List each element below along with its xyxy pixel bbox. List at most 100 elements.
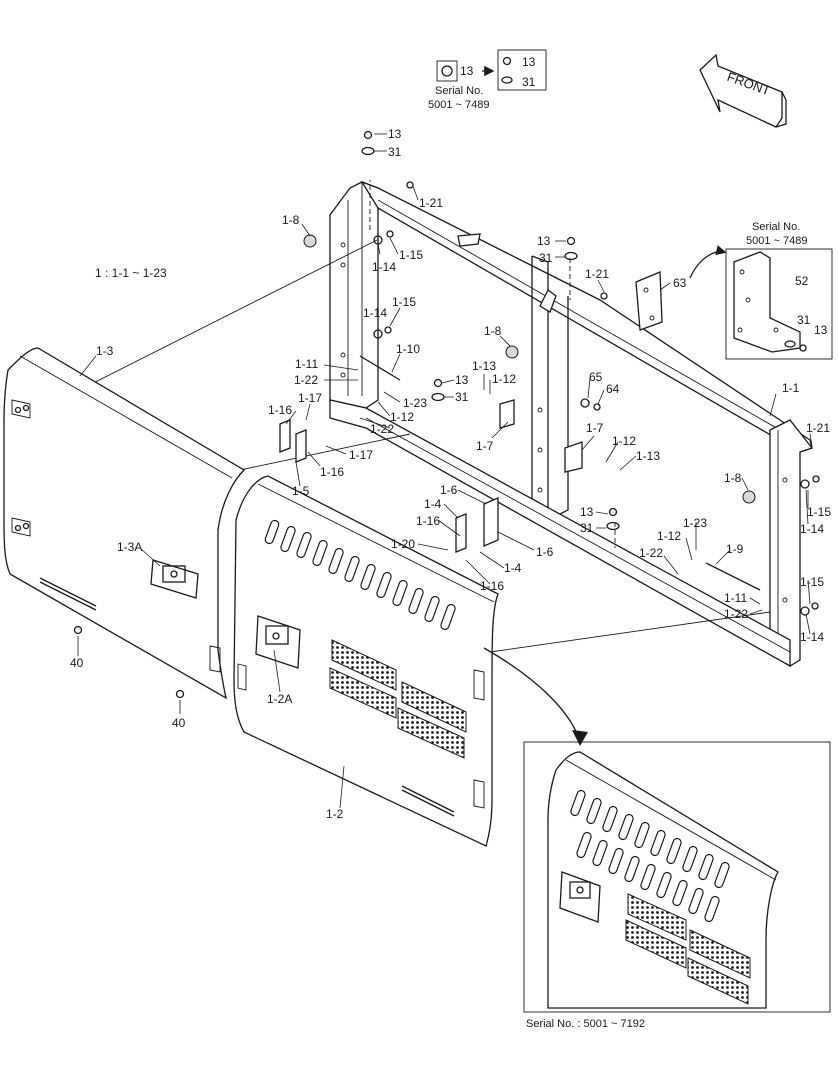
callout-31: 31 xyxy=(580,521,594,535)
washer-icon xyxy=(564,251,578,261)
plate-63 xyxy=(635,271,663,331)
leader-lines xyxy=(77,133,813,809)
callout-1-15: 1-15 xyxy=(800,575,824,589)
bolt-head-icon xyxy=(441,65,453,77)
fasteners xyxy=(279,130,820,616)
callout-1-14: 1-14 xyxy=(363,306,387,320)
callout-1-7: 1-7 xyxy=(586,421,604,435)
callout-1-2: 1-2 xyxy=(326,807,344,821)
serial-range: 5001 ~ 7489 xyxy=(428,99,489,111)
variant-fastener-a: 13 xyxy=(460,64,474,78)
bolt-icon xyxy=(502,56,512,66)
callout-1-11: 1-11 xyxy=(295,357,318,371)
callout-1-14: 1-14 xyxy=(800,630,824,644)
vent-slots xyxy=(264,519,456,631)
callout-1-12: 1-12 xyxy=(390,410,414,424)
callout-13: 13 xyxy=(580,505,594,519)
variant-fastener-b: 13 xyxy=(522,55,536,69)
washer-icon xyxy=(361,146,375,156)
variant-washer: 31 xyxy=(522,75,536,89)
callout-13: 13 xyxy=(455,373,469,387)
callout-1-3a: 1-3A xyxy=(117,540,142,554)
callout-40: 40 xyxy=(70,656,84,670)
inset-vent-slots xyxy=(570,789,730,923)
callout-1-3: 1-3 xyxy=(96,344,114,358)
callout-1-22: 1-22 xyxy=(370,422,394,436)
callout-1-12: 1-12 xyxy=(657,529,681,543)
callout-1-7: 1-7 xyxy=(476,439,494,453)
serial-label: Serial No. xyxy=(435,85,483,97)
callout-1-16: 1-16 xyxy=(268,403,292,417)
callout-1-5: 1-5 xyxy=(292,484,310,498)
callout-1-14: 1-14 xyxy=(372,260,396,274)
callout-1-13: 1-13 xyxy=(472,359,496,373)
callout-40: 40 xyxy=(172,716,186,730)
rubber-stopper-icon xyxy=(742,490,756,504)
rubber-stopper-icon xyxy=(505,345,519,359)
callout-31: 31 xyxy=(539,251,553,265)
callout-labels: 13 31 1-21 1-8 1-14 1-15 1-14 1-15 13 31… xyxy=(70,127,831,821)
inset-detail: Serial No. : 5001 ~ 7192 xyxy=(483,647,831,1030)
detail-callout-13: 13 xyxy=(814,323,828,337)
callout-1-11: 1-11 xyxy=(724,591,747,605)
callout-1-4: 1-4 xyxy=(424,497,442,511)
callout-1-16: 1-16 xyxy=(416,514,440,528)
callout-13: 13 xyxy=(388,127,402,141)
washer-icon xyxy=(501,76,513,84)
callout-1-12: 1-12 xyxy=(612,434,636,448)
callout-1-1: 1-1 xyxy=(782,381,800,395)
callout-1-15: 1-15 xyxy=(807,505,831,519)
callout-13: 13 xyxy=(537,234,551,248)
callout-1-21: 1-21 xyxy=(806,421,830,435)
callout-1-8: 1-8 xyxy=(484,324,502,338)
mesh-grilles xyxy=(329,639,467,759)
detail-serial-range: 5001 ~ 7489 xyxy=(746,235,807,247)
callout-1-12: 1-12 xyxy=(492,372,516,386)
callout-1-21: 1-21 xyxy=(419,196,443,210)
right-door-1-2 xyxy=(175,475,499,847)
callout-1-23: 1-23 xyxy=(403,396,427,410)
callout-1-4: 1-4 xyxy=(504,561,522,575)
callout-31: 31 xyxy=(455,390,469,404)
callout-1-9: 1-9 xyxy=(726,542,744,556)
callout-1-22: 1-22 xyxy=(724,607,748,621)
detail-serial-label: Serial No. xyxy=(752,221,800,233)
frame-assembly xyxy=(19,180,814,668)
callout-1-15: 1-15 xyxy=(399,248,423,262)
detail-callout-31: 31 xyxy=(797,313,811,327)
callout-63: 63 xyxy=(673,276,687,290)
rubber-stopper-icon xyxy=(303,234,317,248)
assembly-note: 1 : 1-1 ~ 1-23 xyxy=(95,266,167,280)
detail-callout-52: 52 xyxy=(795,274,809,288)
callout-1-6: 1-6 xyxy=(440,483,458,497)
callout-1-16: 1-16 xyxy=(320,465,344,479)
callout-64: 64 xyxy=(606,382,620,396)
variant-box-b xyxy=(497,49,547,91)
callout-1-17: 1-17 xyxy=(298,391,322,405)
bolt-icon xyxy=(363,130,373,140)
callout-1-13: 1-13 xyxy=(636,449,660,463)
callout-1-15: 1-15 xyxy=(392,295,416,309)
callout-1-8: 1-8 xyxy=(282,213,300,227)
handle-1-2a xyxy=(255,615,301,669)
callout-1-8: 1-8 xyxy=(724,471,742,485)
callout-1-16: 1-16 xyxy=(480,579,504,593)
callout-1-14: 1-14 xyxy=(800,522,824,536)
variant-box-a xyxy=(436,60,458,82)
serial-variant-header: 13 13 31 Serial No. 5001 ~ 7489 xyxy=(428,49,547,111)
callout-1-6: 1-6 xyxy=(536,545,554,559)
bolt-icon xyxy=(566,236,576,246)
callout-1-17: 1-17 xyxy=(349,448,373,462)
callout-1-2a: 1-2A xyxy=(267,692,292,706)
callout-1-20: 1-20 xyxy=(391,537,415,551)
callout-1-23: 1-23 xyxy=(683,516,707,530)
callout-1-10: 1-10 xyxy=(396,342,420,356)
callout-31: 31 xyxy=(388,145,402,159)
detail-bracket-box: Serial No. 5001 ~ 7489 52 31 13 xyxy=(689,221,833,360)
left-door-1-3 xyxy=(3,347,246,700)
callout-65: 65 xyxy=(589,370,603,384)
front-arrow-icon xyxy=(699,53,783,128)
callout-1-22: 1-22 xyxy=(294,373,318,387)
callout-1-21: 1-21 xyxy=(585,267,609,281)
